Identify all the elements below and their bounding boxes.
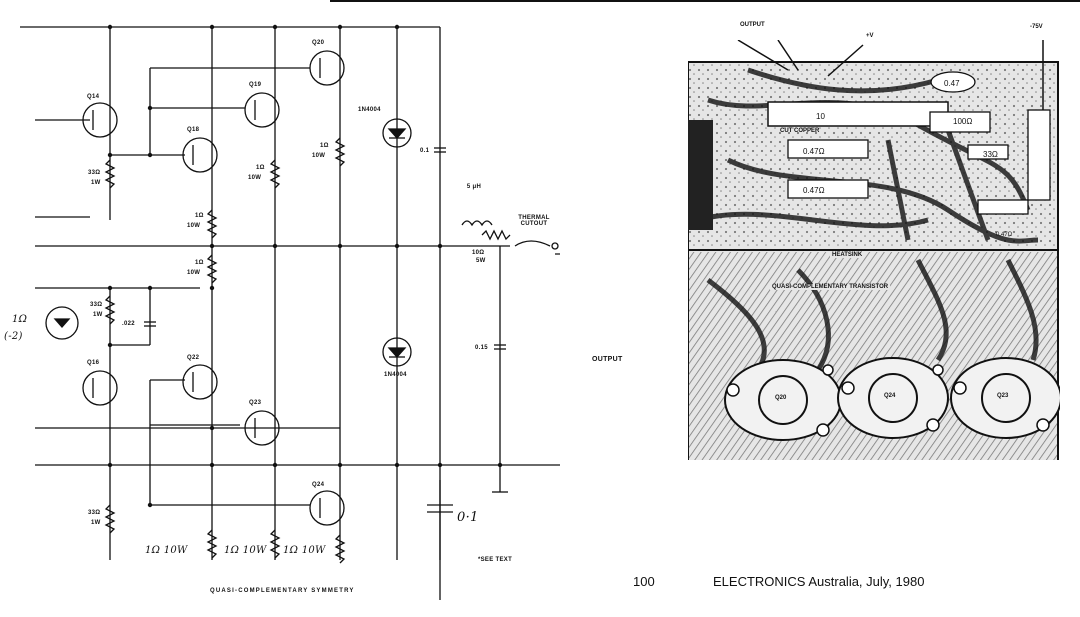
res-r1-watt: 1W: [91, 180, 101, 186]
handwritten-b2: 1Ω 10W: [224, 545, 267, 556]
handwritten-left-1: 1Ω: [12, 314, 28, 325]
label-q18: Q18: [187, 127, 200, 133]
res-r5-watt: 10W: [312, 153, 326, 159]
res-r2: 1Ω: [195, 213, 204, 219]
res-r6-watt: 1W: [93, 312, 103, 318]
label-q23: Q23: [249, 400, 262, 406]
transistor-symbols: [82, 50, 345, 526]
label-q20: Q20: [312, 40, 325, 46]
inductor-label: 5 μH: [466, 184, 482, 190]
handwritten-b3: 1Ω 10W: [283, 545, 326, 556]
diode-bottom-label: 1N4004: [384, 372, 407, 378]
pcb-resistor-100: 100Ω: [953, 117, 973, 126]
pcb-device-2: Q24: [884, 393, 896, 399]
pcb-resistor-10: 10: [816, 112, 825, 121]
cap-mid-label: 0.15: [475, 345, 488, 351]
res-r6: 33Ω: [90, 302, 103, 308]
pcb-resistor-047c: 0.47Ω: [803, 186, 825, 195]
cap-top-label: 0.1: [420, 148, 430, 154]
diode-top-label: 1N4004: [358, 107, 381, 113]
handwritten-cap: 0·1: [457, 510, 479, 525]
label-q19: Q19: [249, 82, 262, 88]
see-text-note: *SEE TEXT: [478, 557, 513, 563]
label-q14: Q14: [87, 94, 100, 100]
res-r4: 1Ω: [256, 165, 265, 171]
pcb-output-label: OUTPUT: [740, 22, 765, 28]
pcb-resistor-047b: 0.47Ω: [803, 147, 825, 156]
res-r2-watt: 10W: [187, 223, 201, 229]
pcb-photo: [688, 40, 1060, 460]
label-q16: Q16: [87, 360, 100, 366]
publication-line: ELECTRONICS Australia, July, 1980: [713, 574, 925, 589]
thermal-cutout-label: THERMAL CUTOUT: [518, 215, 550, 227]
handwritten-left-2: (-2): [4, 331, 23, 342]
top-rule: [330, 0, 1080, 2]
pcb-cut-copper: CUT COPPER: [780, 128, 820, 134]
output-label: OUTPUT: [592, 356, 623, 363]
pcb-heatsink-label: HEATSINK: [830, 252, 865, 258]
res-r4-watt: 10W: [248, 175, 262, 181]
label-q24: Q24: [312, 482, 325, 488]
label-q22: Q22: [187, 355, 200, 361]
cap-small-label: .022: [122, 321, 135, 327]
pcb-resistor-33: 33Ω: [983, 150, 998, 159]
pcb-quasi-label: QUASI-COMPLEMENTARY TRANSISTOR: [770, 284, 891, 290]
handwritten-b1: 1Ω 10W: [145, 545, 188, 556]
pcb-resistor-small: 0.47Ω: [996, 232, 1013, 238]
amplifier-schematic: [20, 24, 560, 600]
res-r1: 33Ω: [88, 170, 101, 176]
res-r3: 1Ω: [195, 260, 204, 266]
res-r8: 10Ω: [472, 250, 485, 256]
pcb-device-3: Q23: [997, 393, 1009, 399]
res-r7: 33Ω: [88, 510, 101, 516]
res-r3-watt: 10W: [187, 270, 201, 276]
pcb-pos-supply: +V: [866, 33, 874, 39]
res-r8-watt: 5W: [476, 258, 486, 264]
pcb-neg-supply: -75V: [1030, 24, 1043, 30]
schematic-caption: QUASI-COMPLEMENTARY SYMMETRY: [210, 588, 355, 594]
pcb-device-1: Q20: [775, 395, 787, 401]
page-number: 100: [633, 574, 655, 589]
pcb-resistor-047: 0.47: [944, 79, 960, 88]
res-r7-watt: 1W: [91, 520, 101, 526]
res-r5: 1Ω: [320, 143, 329, 149]
